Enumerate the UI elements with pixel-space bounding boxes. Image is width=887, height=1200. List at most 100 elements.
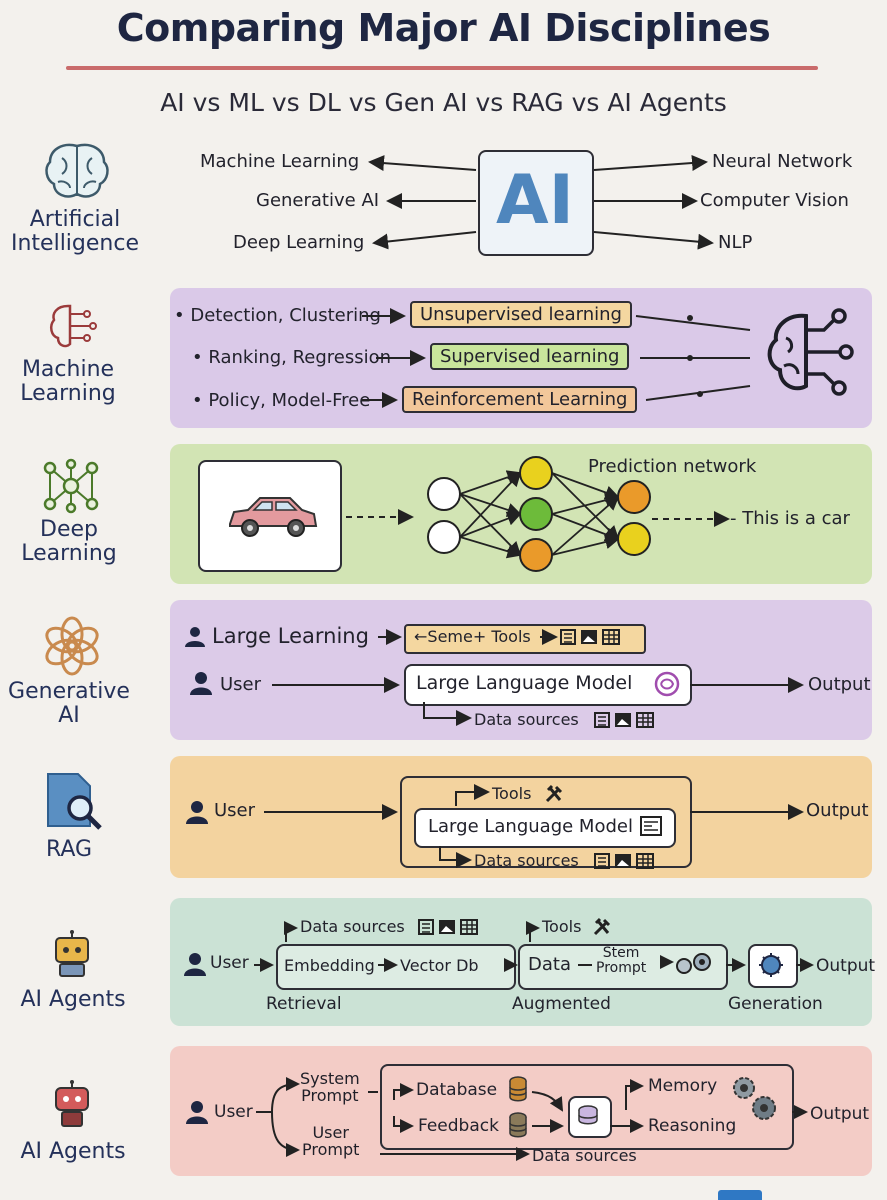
rag-outer-box xyxy=(400,776,692,868)
ai-right-2: Computer Vision xyxy=(700,190,849,211)
rag-user-icon xyxy=(186,801,208,824)
ai-center-text: AI xyxy=(496,161,574,240)
rag-data-icons xyxy=(594,853,654,869)
genai-label: Generative AI xyxy=(8,679,130,728)
ml-row3-text: • Policy, Model-Free xyxy=(192,390,371,411)
rag-arrows xyxy=(264,784,804,868)
agents1-output-text: Output xyxy=(816,956,876,976)
ai-right-3: NLP xyxy=(718,232,753,253)
database-icon xyxy=(509,1076,527,1102)
ml-arrows xyxy=(362,308,751,408)
rag-llm-box xyxy=(414,808,676,848)
car-icon xyxy=(229,497,318,537)
genai-user-icon xyxy=(190,672,212,695)
brain-icon xyxy=(45,143,109,198)
ai-left-2: Generative AI xyxy=(256,190,380,211)
ml-brain-icon xyxy=(767,308,854,396)
ai-left-3: Deep Learning xyxy=(233,232,365,253)
corner-badge xyxy=(718,1190,762,1200)
ai-label: Artificial Intelligence xyxy=(10,207,139,256)
rag-user-text: User xyxy=(214,800,256,821)
ml-row1-text: • Detection, Clustering xyxy=(174,305,381,326)
ml-brain-circuit-icon xyxy=(49,304,97,348)
agents2-output-text: Output xyxy=(810,1104,870,1124)
agents1-augmented-box xyxy=(518,944,728,990)
agents1-generation-label: Generation xyxy=(728,994,823,1014)
genai-user-icon-top xyxy=(185,627,205,647)
ml-unsupervised-box: Unsupervised learning xyxy=(410,301,632,328)
rag-tools-text: Tools xyxy=(492,784,532,803)
genai-user-text: User xyxy=(220,674,262,695)
agents1-tools-text: Tools xyxy=(542,917,582,936)
feedback-database-icon xyxy=(509,1112,527,1138)
agents1-label: AI Agents xyxy=(20,987,126,1012)
agents1-stem-text: Stem xyxy=(602,945,640,961)
agents1-user-text: User xyxy=(210,953,249,973)
rag-search-doc-icon xyxy=(47,773,102,830)
neural-node-icon xyxy=(43,458,99,514)
ml-label: Machine Learning xyxy=(20,357,116,406)
agents1-tools-icon xyxy=(593,917,611,936)
agents2-main-box xyxy=(380,1064,794,1150)
genai-swirl-icon xyxy=(45,616,99,676)
robot-icon xyxy=(55,930,89,977)
agents1-augmented-label: Augmented xyxy=(512,994,611,1014)
ai-center-box xyxy=(478,150,594,256)
agents1-retrieval-label: Retrieval xyxy=(266,994,342,1014)
genai-llm-text: Large Language Model xyxy=(416,672,633,694)
title-underline xyxy=(66,66,818,70)
genai-arrows xyxy=(272,629,804,726)
agents2-data-sources-text: Data sources xyxy=(532,1146,637,1165)
agents2-userp-text: User xyxy=(312,1123,349,1142)
agents1-data-icons xyxy=(418,919,478,935)
page-title: Comparing Major AI Disciplines xyxy=(116,6,771,50)
ml-row2-text: • Ranking, Regression xyxy=(192,347,392,368)
ml-supervised-box: Supervised learning xyxy=(430,343,630,370)
neural-network-diagram xyxy=(346,456,730,572)
agents1-data-sources-text: Data sources xyxy=(300,917,405,936)
agents1-vector-db-text: Vector Db xyxy=(400,956,479,975)
genai-llm-box xyxy=(404,664,692,706)
tools-icon xyxy=(545,784,563,803)
rag-output-text: Output xyxy=(806,800,869,821)
agents1-data-text: Data xyxy=(528,954,571,975)
genai-top-box-text: ←Seme+ Tools xyxy=(414,627,531,646)
agents2-user-icon xyxy=(186,1101,208,1124)
ai-left-1: Machine Learning xyxy=(200,151,360,172)
agents1-user-icon xyxy=(184,953,206,976)
dl-result-text: - This is a car xyxy=(730,508,850,529)
agents2-user-prompt: User Prompt xyxy=(302,1124,359,1158)
rag-doc-icon xyxy=(640,816,662,836)
dl-network-label: Prediction network xyxy=(588,456,757,477)
agents2-system-text: System xyxy=(300,1069,360,1088)
genai-data-sources-text: Data sources xyxy=(474,710,579,729)
agents2-system-prompt-text: Prompt xyxy=(301,1086,359,1105)
page-subtitle: AI vs ML vs DL vs Gen AI vs RAG vs AI Ag… xyxy=(160,88,727,117)
agents1-embedding-text: Embedding xyxy=(284,956,375,975)
genai-output-text: Output xyxy=(808,674,871,695)
ai-arrows xyxy=(368,155,714,250)
rag-llm-text: Large Language Model xyxy=(428,816,633,837)
robot-red-icon xyxy=(55,1080,89,1127)
agents1-prompt-text: Prompt xyxy=(596,960,647,976)
agents2-memory-text: Memory xyxy=(648,1076,718,1096)
stack-icon xyxy=(578,1105,598,1125)
genai-data-icons xyxy=(594,712,654,728)
agents2-label: AI Agents xyxy=(20,1139,126,1164)
ml-reinforcement-box: Reinforcement Learning xyxy=(402,386,638,413)
agents1-gear-pair-icon xyxy=(676,953,711,974)
agents2-feedback-text: Feedback xyxy=(418,1116,499,1136)
agents2-user-prompt-text: Prompt xyxy=(302,1140,360,1159)
rag-label: RAG xyxy=(45,837,93,862)
agents1-chip-icon xyxy=(759,953,783,977)
genai-top-left: Large Learning xyxy=(212,624,369,648)
gears-icon xyxy=(733,1077,776,1120)
agents2-reasoning-text: Reasoning xyxy=(648,1116,737,1136)
genai-top-icons xyxy=(560,629,620,645)
dl-label: Deep Learning xyxy=(21,517,117,566)
agents1-stem-prompt: Stem Prompt xyxy=(596,946,646,976)
agents2-database-text: Database xyxy=(416,1080,498,1100)
ai-right-1: Neural Network xyxy=(712,151,853,172)
openai-icon xyxy=(654,671,680,697)
